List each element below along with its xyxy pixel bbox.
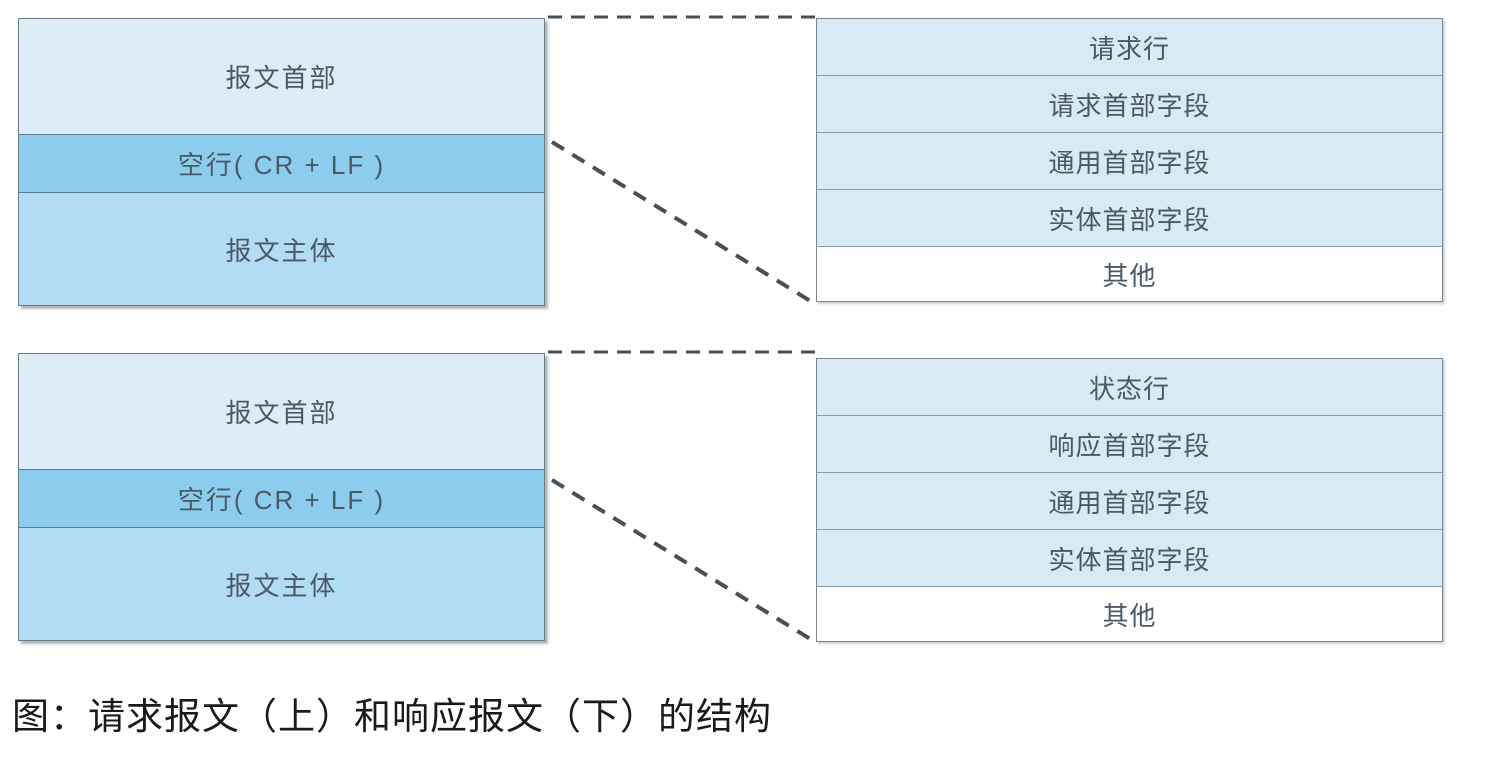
- row-label: 报文主体: [225, 235, 338, 266]
- row-label: 空行( CR + LF ): [177, 150, 386, 180]
- row-label: 报文主体: [225, 570, 338, 601]
- request-blank-line-row: 空行( CR + LF ): [19, 134, 544, 193]
- row-label: 请求行: [1088, 33, 1170, 64]
- detail-row-entity-header-fields: 实体首部字段: [817, 530, 1442, 587]
- response-detail-table: 状态行 响应首部字段 通用首部字段 实体首部字段 其他: [816, 358, 1443, 642]
- row-label: 空行( CR + LF ): [177, 485, 386, 515]
- detail-row-general-header-fields: 通用首部字段: [817, 133, 1442, 190]
- row-label: 状态行: [1088, 373, 1170, 404]
- row-label: 通用首部字段: [1048, 487, 1211, 518]
- connector-diagonal-response: [550, 478, 814, 642]
- response-message-box: 报文首部 空行( CR + LF ) 报文主体: [18, 353, 545, 641]
- detail-row-request-header-fields: 请求首部字段: [817, 76, 1442, 133]
- row-label: 其他: [1102, 260, 1157, 291]
- detail-row-response-header-fields: 响应首部字段: [817, 416, 1442, 473]
- request-detail-table: 请求行 请求首部字段 通用首部字段 实体首部字段 其他: [816, 18, 1443, 302]
- response-message-body-row: 报文主体: [19, 528, 544, 640]
- row-label: 通用首部字段: [1048, 147, 1211, 178]
- row-label: 报文首部: [225, 398, 338, 428]
- response-message-header-row: 报文首部: [19, 354, 544, 469]
- detail-row-other: 其他: [817, 247, 1442, 301]
- request-message-box: 报文首部 空行( CR + LF ) 报文主体: [18, 18, 545, 306]
- figure-caption: 图：请求报文（上）和响应报文（下）的结构: [12, 695, 772, 738]
- row-label: 实体首部字段: [1048, 544, 1211, 575]
- detail-row-entity-header-fields: 实体首部字段: [817, 190, 1442, 247]
- detail-row-request-line: 请求行: [817, 19, 1442, 76]
- row-label: 请求首部字段: [1048, 90, 1211, 121]
- row-label: 报文首部: [225, 63, 338, 93]
- request-message-body-row: 报文主体: [19, 193, 544, 305]
- row-label: 响应首部字段: [1048, 430, 1211, 461]
- row-label: 其他: [1102, 600, 1157, 631]
- connector-diagonal-request: [550, 140, 814, 304]
- row-label: 实体首部字段: [1048, 204, 1211, 235]
- request-message-header-row: 报文首部: [19, 19, 544, 134]
- detail-row-general-header-fields: 通用首部字段: [817, 473, 1442, 530]
- detail-row-other: 其他: [817, 587, 1442, 641]
- response-blank-line-row: 空行( CR + LF ): [19, 469, 544, 528]
- detail-row-status-line: 状态行: [817, 359, 1442, 416]
